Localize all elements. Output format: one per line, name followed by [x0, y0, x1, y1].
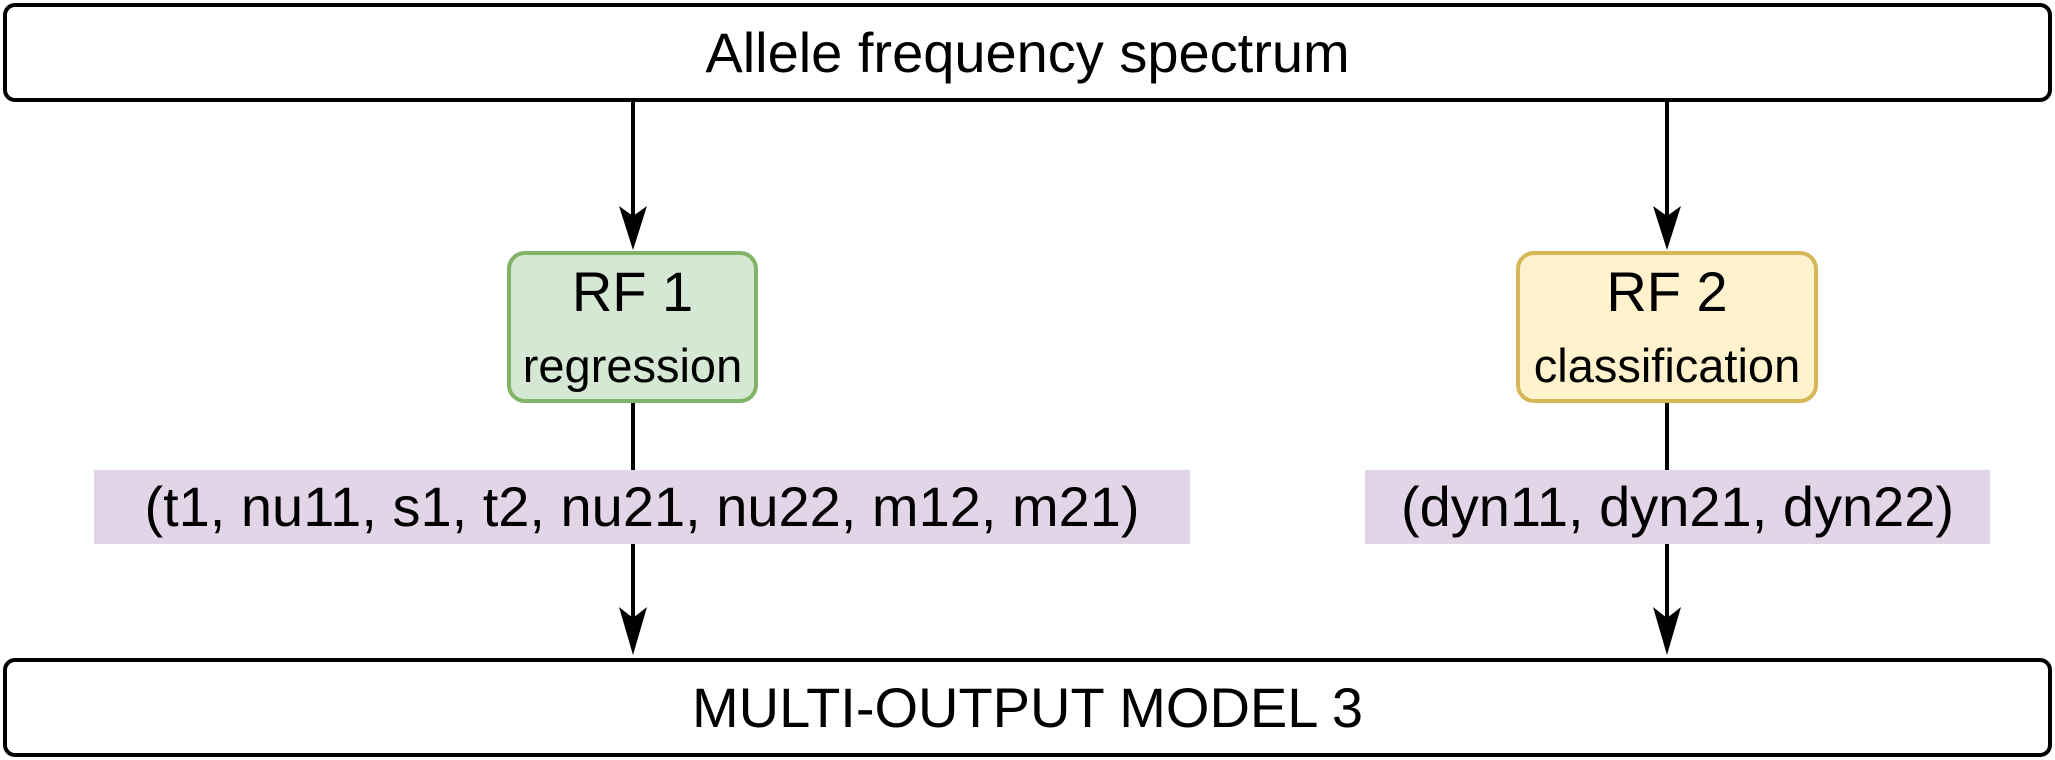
arrowhead-rf2	[1653, 206, 1681, 250]
output-node-label: MULTI-OUTPUT MODEL 3	[691, 675, 1363, 739]
rf1-title: RF 1	[571, 259, 694, 323]
arrowhead-output-left	[619, 607, 647, 655]
arrowhead-output-right	[1653, 607, 1681, 655]
input-node-label: Allele frequency spectrum	[705, 20, 1350, 84]
rf2-title: RF 2	[1606, 259, 1728, 323]
arrowhead-rf1	[619, 206, 647, 250]
rf2-node: RF 2 classification	[1516, 251, 1818, 403]
rf1-output-parameters: (t1, nu11, s1, t2, nu21, nu22, m12, m21)	[94, 470, 1190, 544]
output-node: MULTI-OUTPUT MODEL 3	[3, 658, 2052, 757]
rf2-output-parameters: (dyn11, dyn21, dyn22)	[1365, 470, 1990, 544]
rf2-subtitle: classification	[1533, 338, 1801, 392]
rf1-subtitle: regression	[522, 338, 743, 392]
input-node: Allele frequency spectrum	[3, 3, 2052, 102]
rf1-node: RF 1 regression	[507, 251, 758, 403]
